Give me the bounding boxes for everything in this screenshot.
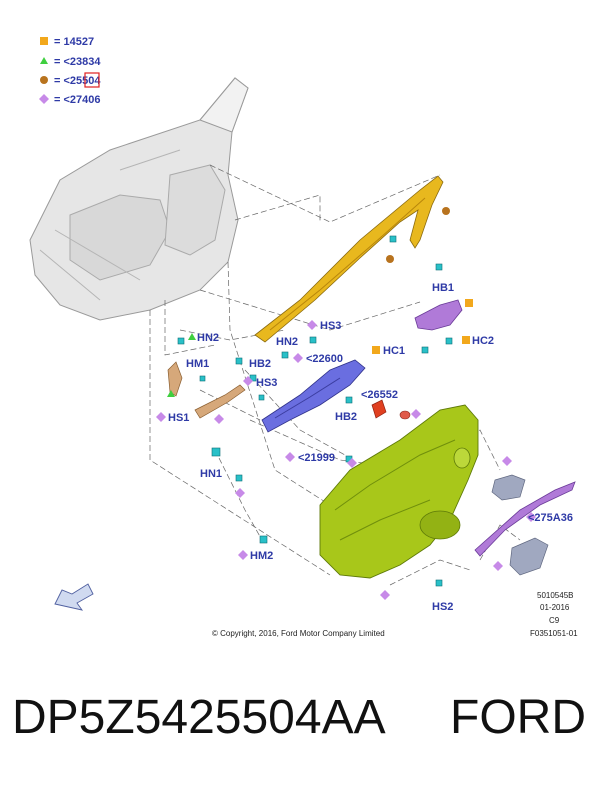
callout-labels: HN2 HM1 HS1 HB2 HS3 HN2 HS3 <22600 <2655… (168, 282, 573, 613)
legend: = 14527 = <23834 = <25504 = <27406 (39, 36, 101, 106)
meta-code1: 5010545B (537, 591, 573, 600)
legend-text: = <23834 (54, 56, 101, 68)
callout-hb1: HB1 (432, 282, 454, 294)
diamond-marker-icon (502, 456, 512, 466)
copyright: © Copyright, 2016, Ford Motor Company Li… (212, 629, 385, 638)
callout-22600: <22600 (306, 353, 343, 365)
left-brackets (167, 361, 246, 419)
diamond-marker-icon (411, 409, 421, 419)
diamond-marker-icon (380, 590, 390, 600)
door-shell (29, 77, 249, 321)
blue-bracket (261, 359, 366, 433)
upper-molding (254, 175, 444, 343)
trim-button (399, 410, 411, 420)
callout-hs2: HS2 (432, 601, 453, 613)
leader-lines (149, 164, 521, 586)
brand-name: FORD (450, 691, 586, 744)
legend-diamond-icon (39, 94, 49, 104)
triangle-marker-icon (188, 333, 196, 340)
part-number: DP5Z5425504AA (12, 691, 386, 744)
diamond-marker-icon (214, 414, 224, 424)
callout-hs1: HS1 (168, 412, 189, 424)
callout-hs3-left: HS3 (256, 377, 277, 389)
clips (177, 235, 453, 587)
callout-hn1: HN1 (200, 468, 222, 480)
square-marker-icon (465, 299, 473, 307)
diamond-marker-icon (526, 512, 536, 522)
callout-275a36: <275A36 (528, 512, 573, 524)
callout-hb2-left: HB2 (249, 358, 271, 370)
callout-hm2: HM2 (250, 550, 273, 562)
callout-26552: <26552 (361, 389, 398, 401)
legend-highlight-box (84, 72, 100, 88)
legend-text: = <27406 (54, 94, 101, 106)
triangle-marker-icon (167, 390, 175, 397)
direction-arrow-icon (54, 583, 94, 611)
callout-21999: <21999 (298, 452, 335, 464)
callout-hc1: HC1 (383, 345, 405, 357)
diamond-marker-icon (235, 488, 245, 498)
callout-hn2-left: HN2 (197, 332, 219, 344)
callout-hb2-right: HB2 (335, 411, 357, 423)
legend-square-icon (40, 37, 48, 45)
meta-code4: F0351051-01 (530, 629, 578, 638)
callout-hs3-top: HS3 (320, 320, 341, 332)
meta-code3: C9 (549, 616, 560, 625)
diamond-marker-icon (243, 376, 253, 386)
diamond-marker-icon (347, 458, 357, 468)
diamond-marker-icon (493, 561, 503, 571)
meta-code2: 01-2016 (540, 603, 570, 612)
legend-text: = <25504 (54, 75, 101, 87)
switch-bezel (414, 299, 463, 331)
door-trim-panel (319, 404, 479, 579)
legend-triangle-icon (40, 57, 48, 64)
diamond-marker-icon (156, 412, 166, 422)
callout-hn2-mid: HN2 (276, 336, 298, 348)
circle-marker-icon (442, 207, 450, 215)
legend-circle-icon (40, 76, 48, 84)
diamond-marker-icon (285, 452, 295, 462)
square-marker-icon (462, 336, 470, 344)
circle-marker-icon (386, 255, 394, 263)
trim-strip (474, 474, 576, 576)
legend-text: = 14527 (54, 36, 94, 48)
caption-bar: DP5Z5425504AA FORD (0, 690, 600, 770)
diamond-marker-icon (238, 550, 248, 560)
callout-hm1: HM1 (186, 358, 209, 370)
red-switch (371, 399, 387, 419)
diamond-marker-icon (307, 320, 317, 330)
diamond-marker-icon (293, 353, 303, 363)
square-marker-icon (372, 346, 380, 354)
diagram-markers (156, 207, 536, 600)
callout-hc2: HC2 (472, 335, 494, 347)
diagram-meta: 5010545B 01-2016 C9 F0351051-01 © Copyri… (212, 591, 578, 638)
exploded-parts-diagram: = 14527 = <23834 = <25504 = <27406 (29, 36, 578, 638)
